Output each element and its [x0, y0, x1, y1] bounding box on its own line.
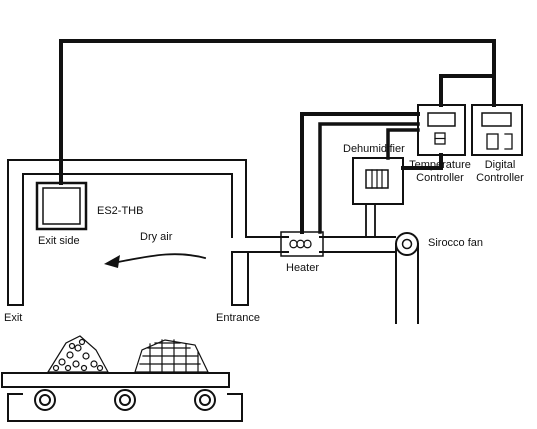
- dry-air-label: Dry air: [140, 231, 173, 243]
- entrance-label: Entrance: [216, 312, 261, 324]
- heater-label: Heater: [286, 262, 320, 274]
- signal-cables: [59, 39, 496, 234]
- exit-label: Exit: [4, 312, 23, 324]
- dehumidifier-unit: [352, 157, 404, 238]
- heater-coil: [289, 239, 312, 249]
- material-pile-right: [134, 339, 209, 373]
- es2-thb-sensor: [35, 181, 88, 231]
- dry-air-arrow: [104, 253, 207, 268]
- sirocco-fan: [395, 232, 419, 324]
- temperature-controller-unit: [417, 104, 466, 156]
- digital-controller-line2: Controller: [476, 172, 524, 184]
- sirocco-fan-label: Sirocco fan: [428, 237, 484, 249]
- exit-side-label: Exit side: [38, 235, 80, 247]
- digital-controller-line1: Digital: [484, 159, 516, 171]
- dehumidifier-label: Dehumidifier: [343, 143, 405, 155]
- dryer-chamber: [7, 159, 396, 306]
- temperature-controller-label: Temperature Controller: [405, 159, 475, 185]
- sensor-label: ES2-THB: [97, 205, 144, 217]
- digital-controller-label: Digital Controller: [474, 159, 526, 185]
- material-pile-left: [46, 335, 110, 373]
- conveyor: [1, 372, 243, 422]
- temperature-controller-line2: Controller: [416, 172, 464, 184]
- digital-controller-unit: [471, 104, 523, 156]
- temperature-controller-line1: Temperature: [409, 159, 471, 171]
